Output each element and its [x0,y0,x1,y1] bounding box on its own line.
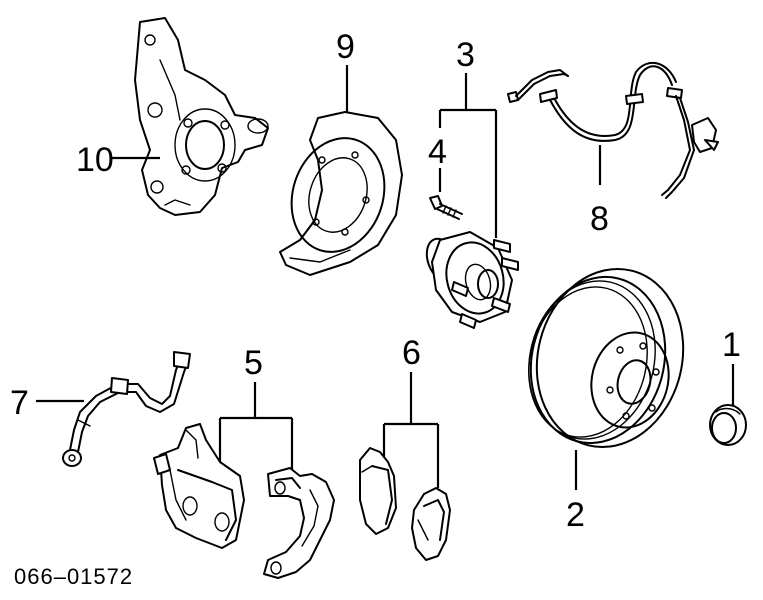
callout-2: 2 [566,496,585,534]
outer-brake-pad [411,487,451,561]
brake-caliper [153,423,245,549]
inner-brake-pad [359,447,397,535]
callout-4: 4 [428,133,447,171]
brake-rotor [528,267,685,449]
callout-10: 10 [76,141,114,179]
callout-3: 3 [456,36,475,74]
wheel-bolt [429,195,463,220]
callout-1: 1 [722,326,741,364]
callout-9: 9 [336,28,355,66]
diagram-reference-code: 066–01572 [14,564,133,589]
brake-hose [62,351,191,467]
callout-8: 8 [590,200,609,238]
callout-7: 7 [10,384,29,422]
caliper-bracket [263,467,335,579]
dust-shield [279,111,403,276]
callout-5: 5 [244,344,263,382]
callout-6: 6 [402,334,421,372]
grease-cap [709,404,747,446]
wheel-hub [425,231,519,329]
steering-knuckle [134,17,269,216]
abs-wheel-speed-sensor [507,61,719,199]
